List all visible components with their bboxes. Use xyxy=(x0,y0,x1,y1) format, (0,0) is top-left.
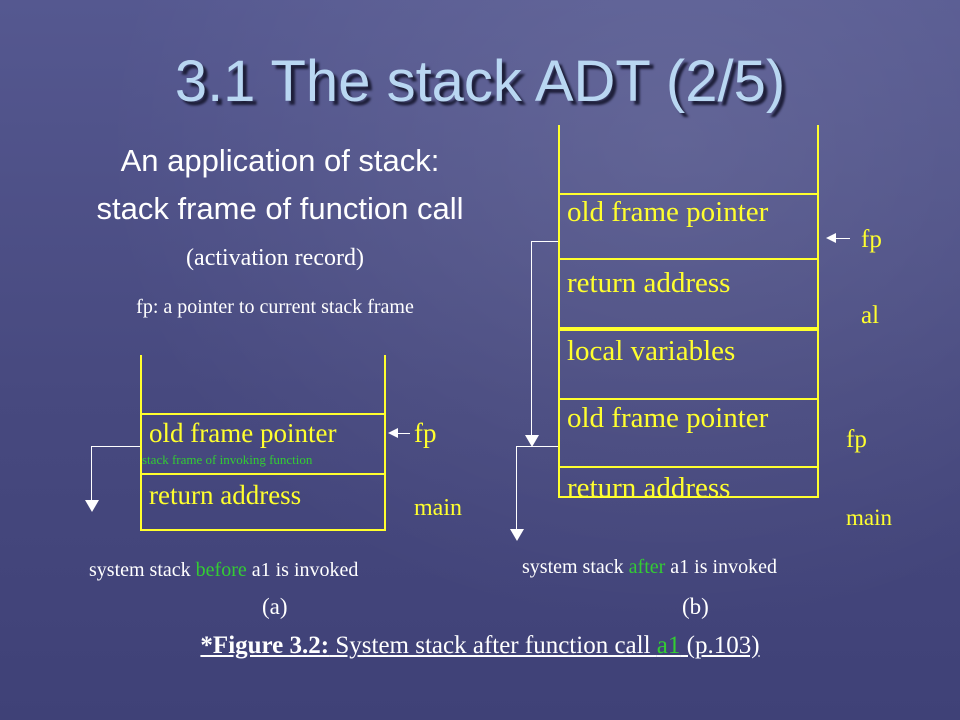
stack-b-return-address-top: return address xyxy=(567,267,731,299)
stack-b-fp-arrow-icon xyxy=(826,233,836,243)
slide-title: 3.1 The stack ADT (2/5) xyxy=(174,49,786,114)
stack-a-main-label: main xyxy=(414,495,462,521)
activation-record-label: (activation record) xyxy=(186,245,364,271)
stack-a-divider-2 xyxy=(140,473,386,475)
stack-b-letter: (b) xyxy=(682,594,709,619)
stack-b-divider-1 xyxy=(558,193,819,195)
stack-b-divider-4 xyxy=(558,398,819,400)
stack-b-divider-5 xyxy=(558,466,819,468)
stack-b-down-arrow-top-icon xyxy=(525,435,539,447)
stack-a-letter: (a) xyxy=(262,594,288,619)
stack-b-bottom xyxy=(558,496,819,498)
stack-b-old-frame-pointer-top: old frame pointer xyxy=(567,196,769,228)
fp-description: fp: a pointer to current stack frame xyxy=(136,296,414,318)
figure-a1-link[interactable]: a1 xyxy=(656,632,681,659)
stack-b-caption: system stack after a1 is invoked xyxy=(522,556,777,578)
stack-a-divider-1 xyxy=(140,413,386,415)
stack-b-main-label: main xyxy=(846,505,892,530)
stack-b-link-top-horizontal xyxy=(531,241,558,242)
subtitle-line-1: An application of stack: xyxy=(120,143,440,178)
figure-caption-bold: *Figure 3.2: xyxy=(200,632,330,659)
stack-a-old-frame-pointer: old frame pointer xyxy=(149,418,337,448)
stack-a-caption: system stack before a1 is invoked xyxy=(89,559,359,581)
stack-a-down-arrow-icon xyxy=(85,500,99,512)
stack-a-left-wall xyxy=(140,355,142,530)
stack-b-left-wall xyxy=(558,125,560,498)
stack-b-link-bottom-vertical xyxy=(516,446,517,534)
stack-b-fp-label-bottom: fp xyxy=(846,426,867,453)
stack-b-local-variables: local variables xyxy=(567,335,736,367)
stack-a-fp-pointer-line xyxy=(396,433,410,434)
stack-b-divider-2 xyxy=(558,258,819,260)
stack-b-link-top-vertical xyxy=(531,241,532,439)
stack-a-fp-label: fp xyxy=(414,418,437,448)
stack-b-right-wall xyxy=(817,125,819,498)
stack-a-invoking-label: stack frame of invoking function xyxy=(142,452,313,467)
stack-a-link-vertical xyxy=(91,446,92,506)
stack-a-link-horizontal xyxy=(91,446,140,447)
stack-a-bottom xyxy=(140,529,386,531)
stack-b-fp-label-top: fp xyxy=(861,226,882,253)
stack-b-fp-pointer-line xyxy=(834,238,850,239)
stack-b-down-arrow-bottom-icon xyxy=(510,529,524,541)
stack-b-a1-label: al xyxy=(861,302,880,329)
stack-a-fp-arrow-icon xyxy=(388,428,398,438)
subtitle-line-2: stack frame of function call xyxy=(96,191,464,226)
figure-caption: *Figure 3.2: System stack after function… xyxy=(200,632,760,659)
stack-a-return-address: return address xyxy=(149,480,302,510)
stack-a-right-wall xyxy=(384,355,386,530)
stack-b-link-bottom-horizontal xyxy=(516,446,558,447)
stack-b-return-address-bottom: return address xyxy=(567,472,731,504)
stack-b-divider-3 xyxy=(558,327,819,331)
stack-b-old-frame-pointer-bottom: old frame pointer xyxy=(567,402,769,434)
